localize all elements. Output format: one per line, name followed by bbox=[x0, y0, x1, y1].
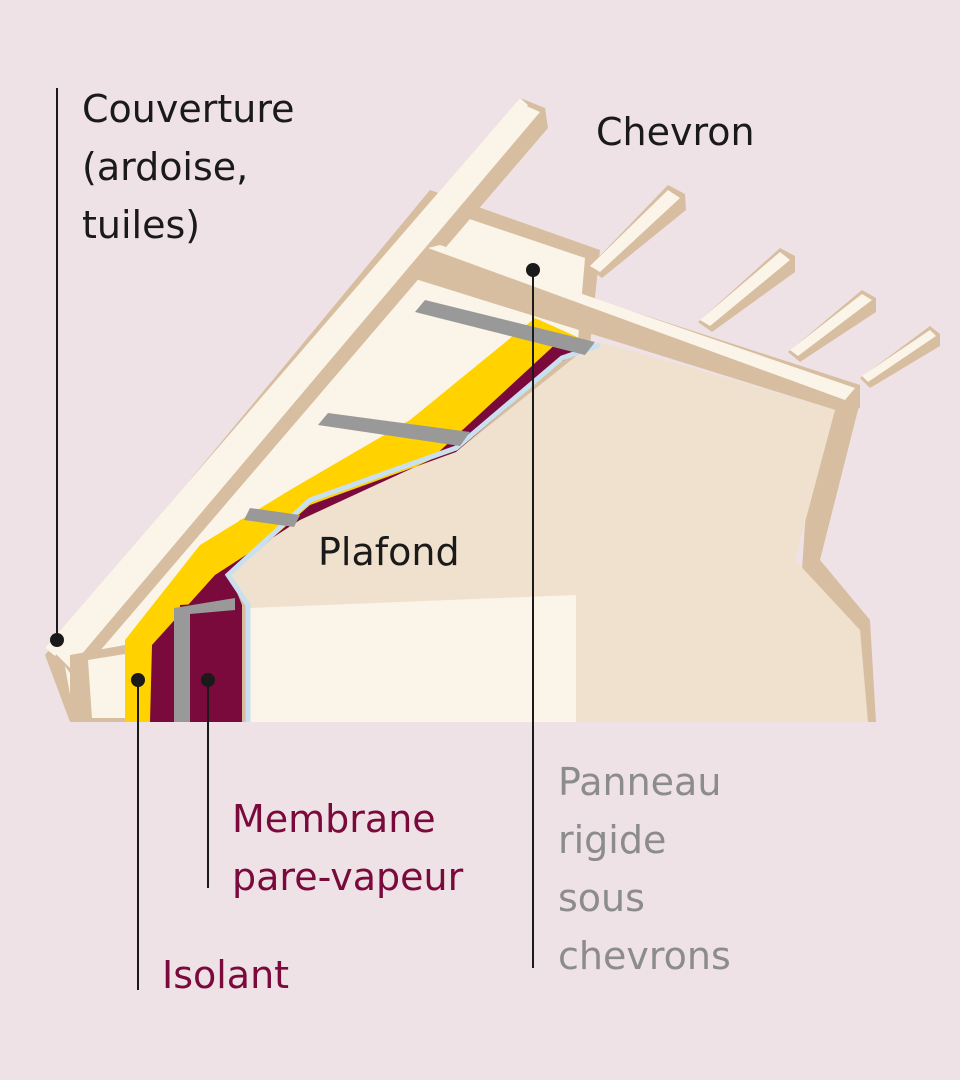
dot-panneau bbox=[526, 263, 540, 277]
roof-covering-face bbox=[62, 205, 585, 722]
fascia-board-face bbox=[88, 654, 125, 718]
label-couverture: Couverture (ardoise, tuiles) bbox=[82, 87, 295, 247]
chevron-rafter-4-face bbox=[862, 330, 936, 382]
label-panneau: Panneau rigide sous chevrons bbox=[558, 760, 731, 978]
wall-surface bbox=[250, 595, 576, 722]
roof-edge-beam-top bbox=[45, 98, 528, 656]
metal-post bbox=[174, 598, 235, 722]
label-plafond: Plafond bbox=[318, 530, 460, 574]
dot-isolant bbox=[131, 673, 145, 687]
longitudinal-beam-face bbox=[428, 245, 855, 400]
label-isolant: Isolant bbox=[162, 953, 290, 997]
label-membrane: Membrane pare-vapeur bbox=[232, 797, 464, 899]
longitudinal-beam bbox=[412, 245, 860, 412]
dot-couverture bbox=[50, 633, 64, 647]
metal-batten-3 bbox=[244, 508, 300, 527]
chevron-rafter-2-face bbox=[700, 252, 790, 326]
chevron-rafter-1-face bbox=[590, 190, 680, 272]
metal-batten-2 bbox=[318, 413, 470, 446]
membrane-bottom bbox=[180, 602, 242, 722]
label-chevron: Chevron bbox=[596, 110, 755, 154]
metal-batten-1 bbox=[415, 300, 595, 355]
chevron-rafter-3-face bbox=[790, 294, 872, 356]
dot-membrane bbox=[201, 673, 215, 687]
roof-edge-beam-face bbox=[50, 104, 540, 668]
rigid-panel-edge bbox=[224, 342, 601, 722]
